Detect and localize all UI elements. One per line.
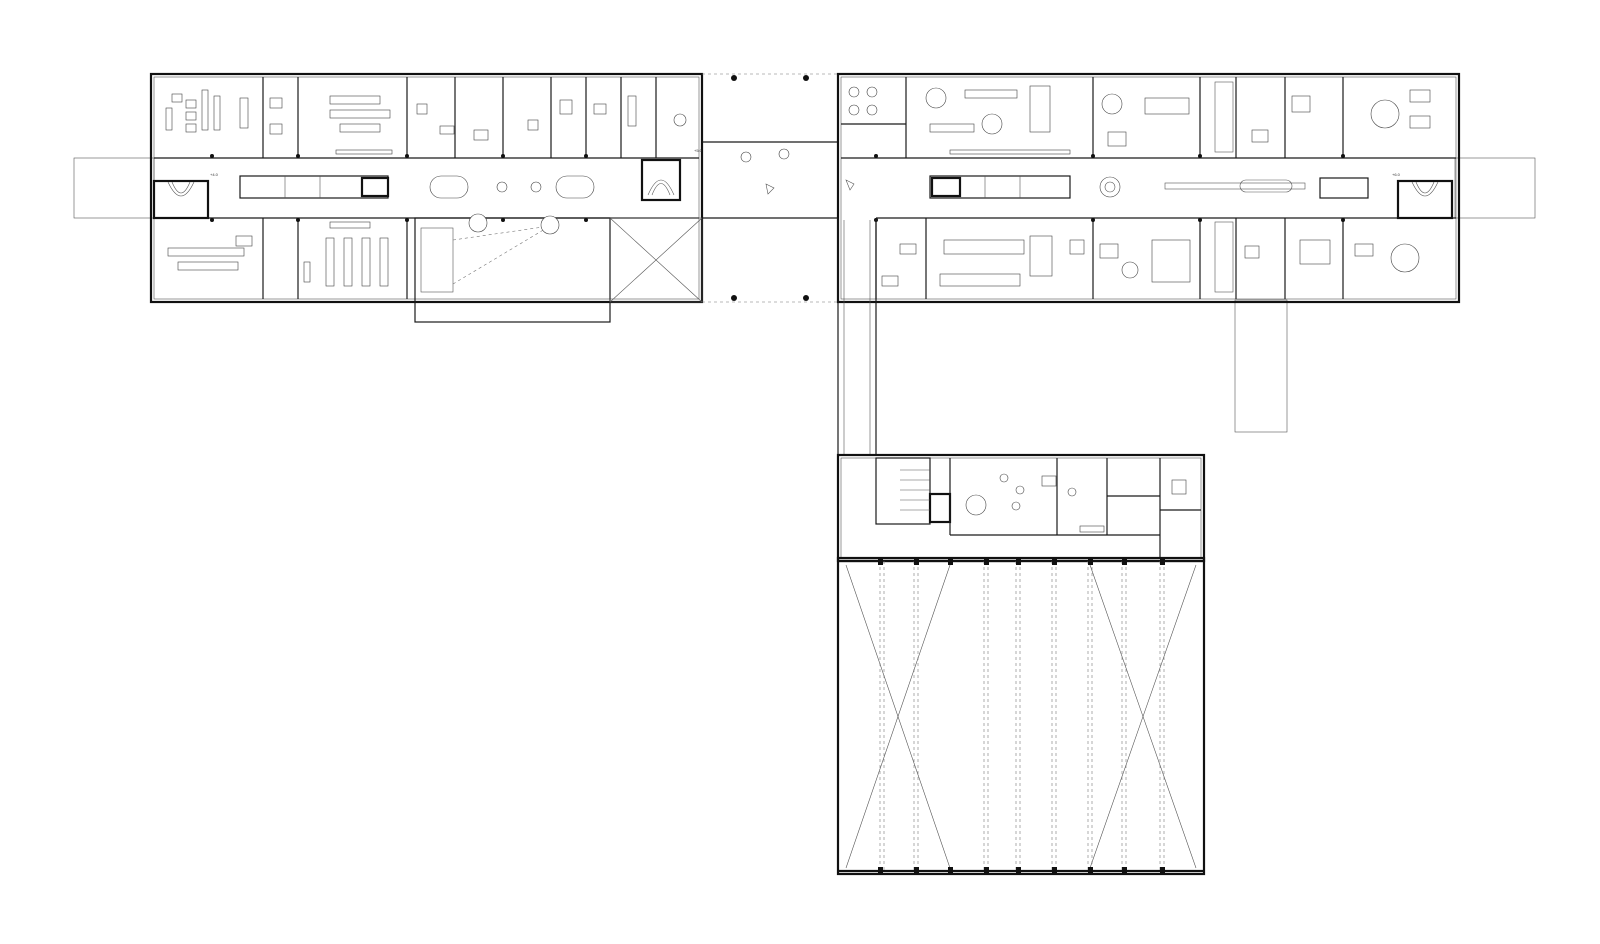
level-marker-west: +4.0 (210, 172, 219, 177)
south-hall (838, 557, 1204, 875)
east-wing (838, 74, 1459, 302)
level-marker-center: +5.0 (694, 148, 703, 153)
west-wing (151, 74, 702, 322)
level-marker-east: +6.0 (1392, 172, 1401, 177)
south-link-corridor (838, 218, 876, 455)
central-connector (702, 74, 854, 302)
classroom-desks-s (326, 238, 388, 286)
meeting-tables-n (330, 96, 392, 154)
west-bridge-stub (74, 158, 154, 218)
south-east-ramp (1235, 300, 1287, 432)
south-block (838, 455, 1204, 561)
workstations-se (882, 236, 1419, 286)
east-bridge-stub (1455, 158, 1535, 218)
hall-bracing (846, 565, 1196, 868)
office-desks-nw (166, 90, 282, 134)
office-desks-sw (168, 222, 370, 282)
hall-bays (880, 561, 1164, 871)
